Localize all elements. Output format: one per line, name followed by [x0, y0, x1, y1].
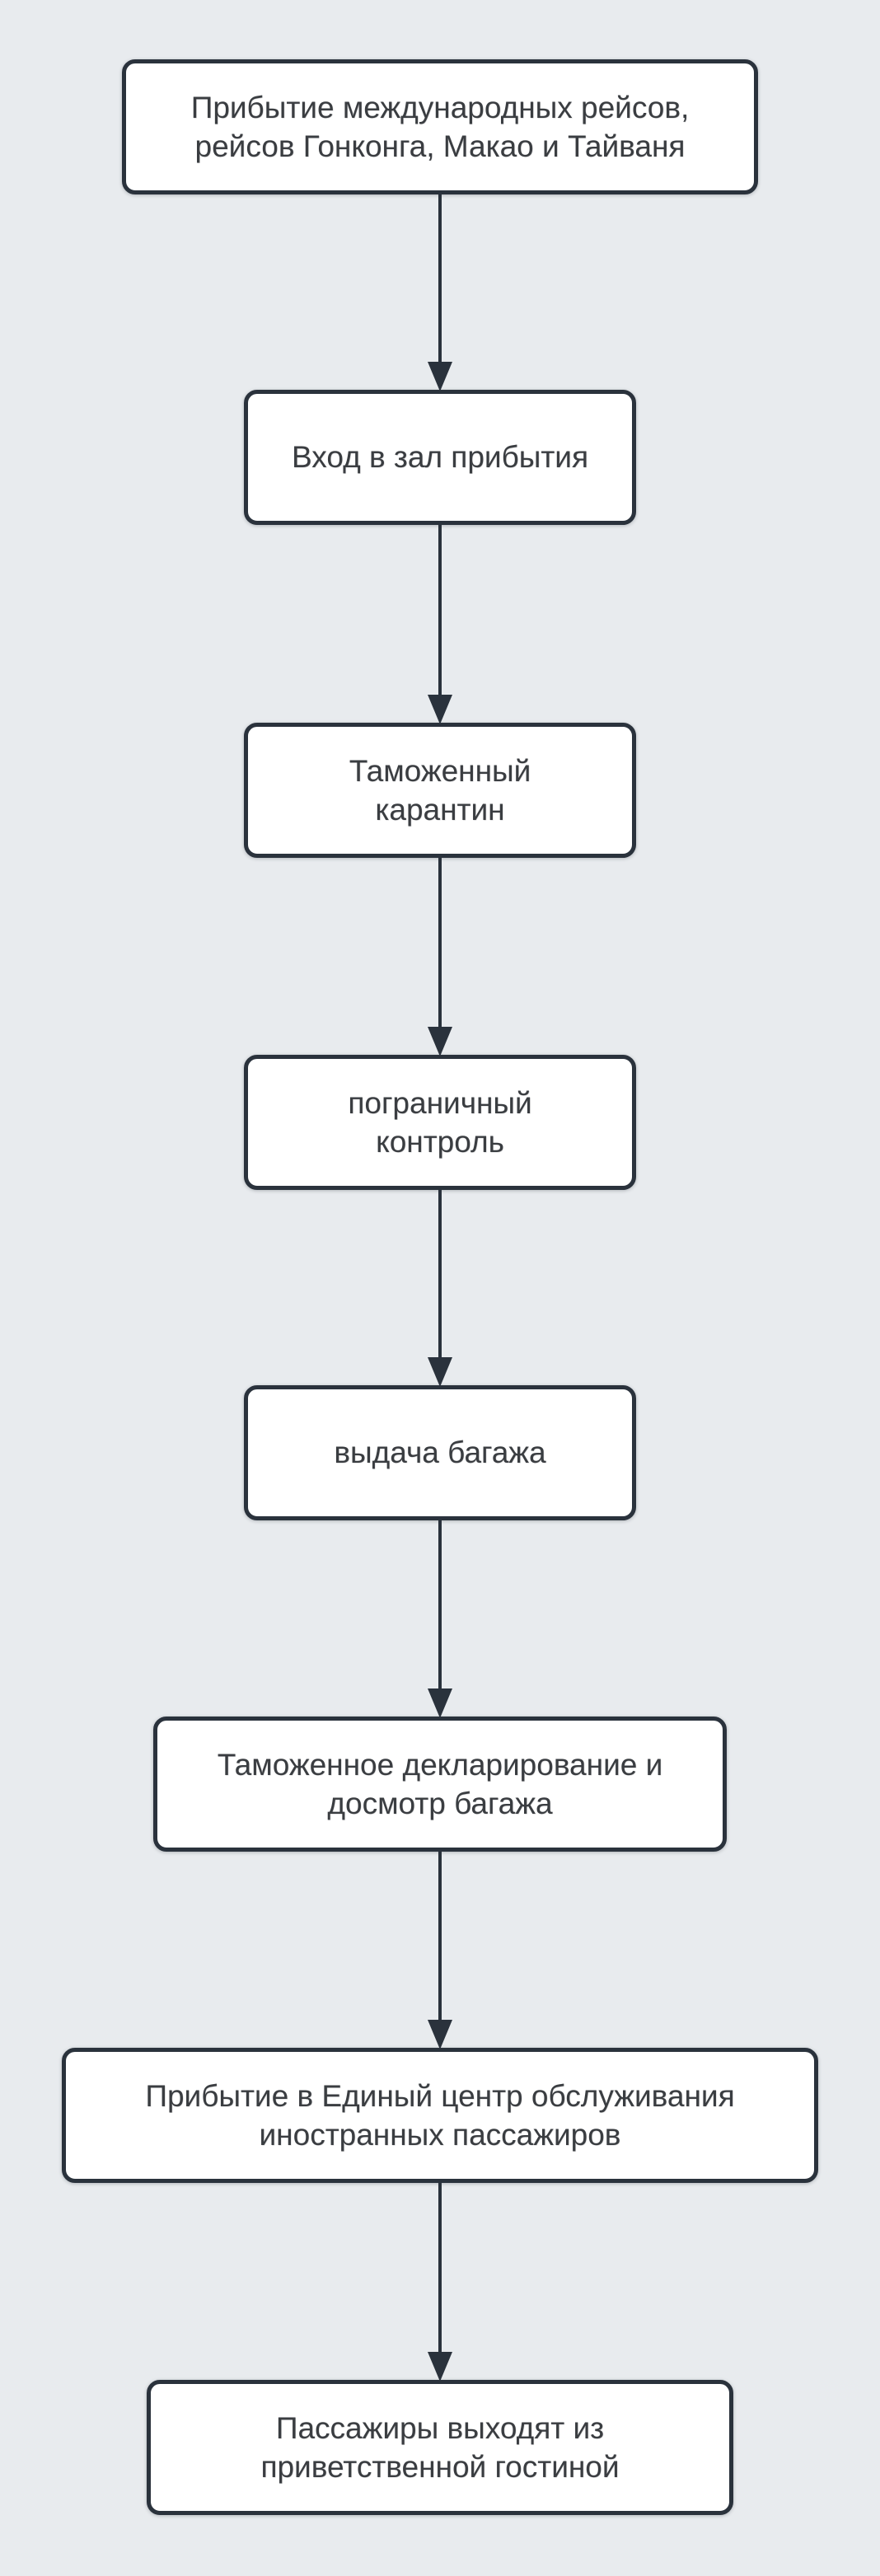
flow-node-label: Таможенный карантин — [349, 753, 531, 827]
flow-node-label: Вход в зал прибытия — [291, 440, 589, 475]
flow-node-label: выдача багажа — [334, 1436, 546, 1470]
arrow-line — [438, 1190, 442, 1359]
flow-node-label: Пассажиры выходят из приветственной гост… — [260, 2410, 620, 2484]
flow-node-label: пограничный контроль — [348, 1085, 532, 1159]
flow-node-customs-quarantine: Таможенный карантин — [244, 723, 636, 858]
arrow-line — [438, 858, 442, 1028]
flow-node-service-center-arrival: Прибытие в Единый центр обслуживания ино… — [62, 2048, 818, 2183]
arrowhead-down-icon — [428, 2020, 452, 2049]
flow-node-border-control: пограничный контроль — [244, 1055, 636, 1190]
arrow-line — [438, 194, 442, 363]
arrowhead-down-icon — [428, 1357, 452, 1387]
flow-node-baggage-claim: выдача багажа — [244, 1385, 636, 1520]
flow-node-international-arrival: Прибытие международных рейсов, рейсов Го… — [122, 59, 758, 194]
arrow-line — [438, 1852, 442, 2021]
arrowhead-down-icon — [428, 1027, 452, 1056]
flow-node-customs-declaration: Таможенное декларирование и досмотр бага… — [153, 1717, 727, 1852]
arrowhead-down-icon — [428, 362, 452, 391]
flow-node-passengers-exit: Пассажиры выходят из приветственной гост… — [147, 2380, 733, 2515]
arrowhead-down-icon — [428, 695, 452, 724]
arrow-line — [438, 525, 442, 696]
arrow-line — [438, 2183, 442, 2354]
flow-node-label: Таможенное декларирование и досмотр бага… — [217, 1747, 663, 1820]
flow-node-label: Прибытие международных рейсов, рейсов Го… — [190, 90, 690, 163]
arrowhead-down-icon — [428, 2352, 452, 2382]
flow-node-arrival-hall-entry: Вход в зал прибытия — [244, 390, 636, 525]
arrow-line — [438, 1520, 442, 1690]
arrowhead-down-icon — [428, 1688, 452, 1718]
flow-node-label: Прибытие в Единый центр обслуживания ино… — [145, 2078, 735, 2152]
